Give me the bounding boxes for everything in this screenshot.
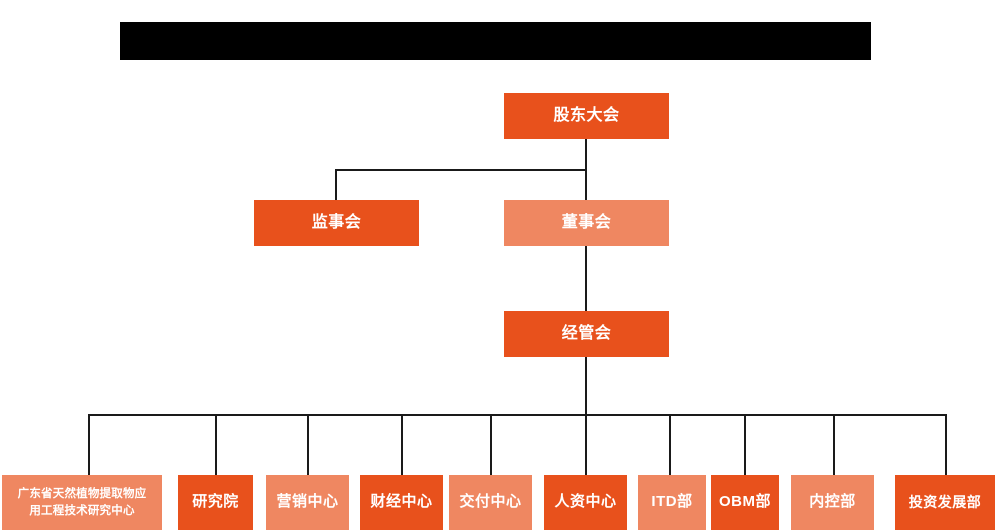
node-itd-dept-label: ITD部 bbox=[651, 493, 693, 511]
connector-drop-research-center bbox=[88, 414, 90, 475]
node-internal-control-dept-label: 内控部 bbox=[809, 493, 856, 511]
node-institute-label: 研究院 bbox=[192, 493, 239, 511]
connector-directors-to-management bbox=[585, 242, 587, 312]
node-shareholders[interactable]: 股东大会 bbox=[504, 93, 669, 139]
node-internal-control-dept[interactable]: 内控部 bbox=[791, 475, 874, 530]
node-supervisors-label: 监事会 bbox=[311, 214, 362, 231]
node-management[interactable]: 经管会 bbox=[504, 311, 669, 357]
node-investment-development-dept[interactable]: 投资发展部 bbox=[895, 475, 995, 530]
connector-drop-institute bbox=[215, 414, 217, 475]
connector-drop-investment-development-dept bbox=[945, 414, 947, 475]
connector-drop-hr-center bbox=[585, 414, 587, 475]
connector-drop-itd-dept bbox=[669, 414, 671, 475]
node-hr-center[interactable]: 人资中心 bbox=[544, 475, 627, 530]
node-itd-dept[interactable]: ITD部 bbox=[638, 475, 706, 530]
node-shareholders-label: 股东大会 bbox=[553, 107, 620, 124]
node-research-center-label-line1: 广东省天然植物提取物应 bbox=[17, 487, 147, 500]
redacted-title-banner bbox=[120, 22, 871, 60]
node-marketing-center-label: 营销中心 bbox=[276, 493, 339, 511]
connector-drop-marketing-center bbox=[307, 414, 309, 475]
connector-shareholders-stem bbox=[585, 139, 587, 171]
connector-drop-internal-control-dept bbox=[833, 414, 835, 475]
node-obm-dept-label: OBM部 bbox=[719, 493, 771, 511]
connector-drop-finance-center bbox=[401, 414, 403, 475]
node-finance-center[interactable]: 财经中心 bbox=[360, 475, 443, 530]
node-supervisors[interactable]: 监事会 bbox=[254, 200, 419, 246]
connector-drop-supervisors bbox=[335, 169, 337, 200]
node-finance-center-label: 财经中心 bbox=[370, 493, 433, 511]
connector-drop-obm-dept bbox=[744, 414, 746, 475]
node-directors-label: 董事会 bbox=[561, 214, 612, 231]
node-institute[interactable]: 研究院 bbox=[178, 475, 253, 530]
node-investment-development-dept-label: 投资发展部 bbox=[908, 493, 982, 510]
connector-drop-directors bbox=[585, 169, 587, 200]
node-research-center[interactable]: 广东省天然植物提取物应 用工程技术研究中心 bbox=[2, 475, 162, 530]
connector-level2-bus bbox=[335, 169, 587, 171]
connector-drop-delivery-center bbox=[490, 414, 492, 475]
node-delivery-center[interactable]: 交付中心 bbox=[449, 475, 532, 530]
node-management-label: 经管会 bbox=[561, 325, 612, 342]
node-hr-center-label: 人资中心 bbox=[554, 493, 617, 511]
node-directors[interactable]: 董事会 bbox=[504, 200, 669, 246]
connector-departments-bus bbox=[88, 414, 946, 416]
node-research-center-label: 广东省天然植物提取物应 用工程技术研究中心 bbox=[2, 486, 162, 519]
node-research-center-label-line2: 用工程技术研究中心 bbox=[29, 504, 135, 517]
node-marketing-center[interactable]: 营销中心 bbox=[266, 475, 349, 530]
node-delivery-center-label: 交付中心 bbox=[459, 493, 522, 511]
node-obm-dept[interactable]: OBM部 bbox=[711, 475, 779, 530]
connector-management-stem bbox=[585, 357, 587, 415]
